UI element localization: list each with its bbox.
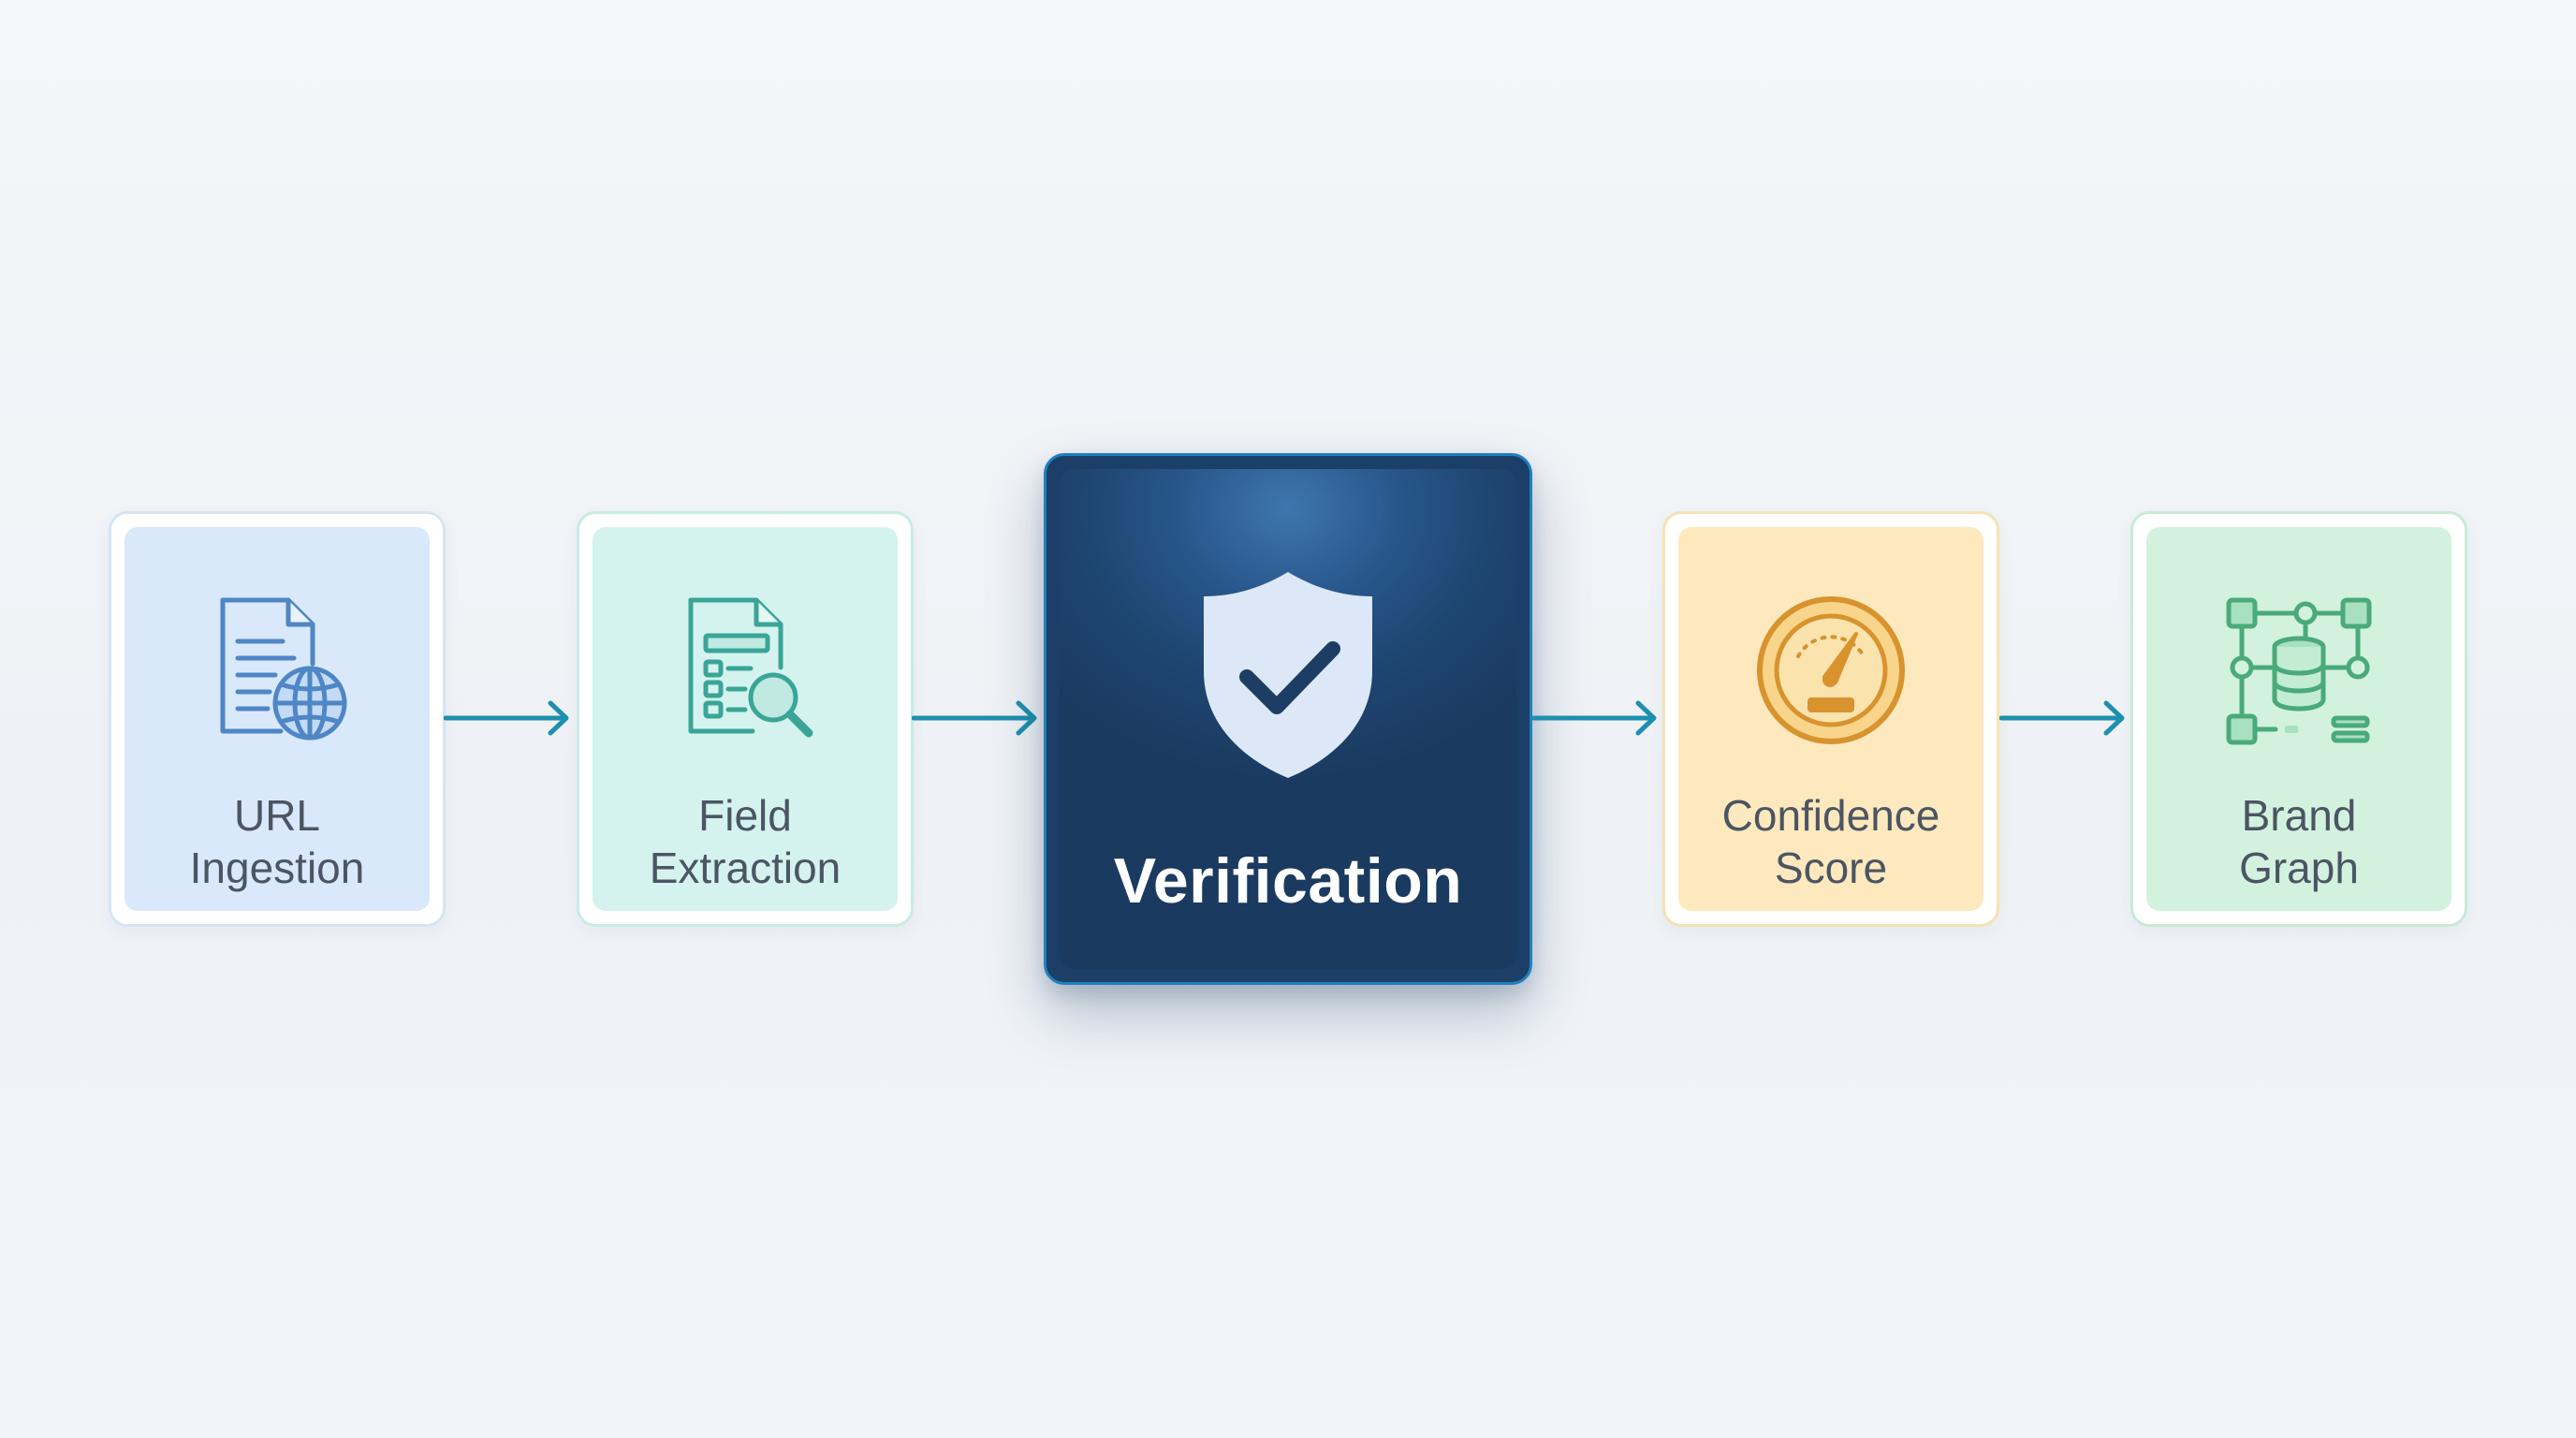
step-card-url-ingestion: URL Ingestion [109, 511, 446, 927]
arrow-right-icon [1531, 700, 1657, 736]
step-card-field-extraction: Field Extraction [577, 511, 914, 927]
step-card-url-ingestion-body: URL Ingestion [124, 527, 430, 911]
shield-check-icon [1194, 566, 1382, 788]
database-graph-icon [2219, 591, 2378, 755]
arrow-right-icon [444, 700, 569, 736]
step-card-field-extraction-body: Field Extraction [593, 527, 898, 911]
step-card-confidence-score: Confidence Score [1662, 511, 1999, 927]
step-card-verification: Verification [1044, 453, 1532, 985]
step-card-verification-body: Verification [1060, 469, 1516, 969]
gauge-icon [1751, 591, 1910, 755]
step-label-verification: Verification [1113, 845, 1463, 917]
arrow-right-icon [1999, 700, 2125, 736]
arrow-right-icon [912, 700, 1037, 736]
document-globe-icon [202, 591, 352, 755]
step-card-brand-graph: Brand Graph [2130, 511, 2467, 927]
step-label-brand-graph: Brand Graph [2239, 791, 2359, 892]
step-label-url-ingestion: URL Ingestion [189, 791, 365, 892]
form-search-icon [670, 591, 820, 755]
step-card-confidence-score-body: Confidence Score [1678, 527, 1983, 911]
step-card-brand-graph-body: Brand Graph [2146, 527, 2452, 911]
step-label-field-extraction: Field Extraction [649, 791, 842, 892]
step-label-confidence-score: Confidence Score [1721, 791, 1940, 892]
